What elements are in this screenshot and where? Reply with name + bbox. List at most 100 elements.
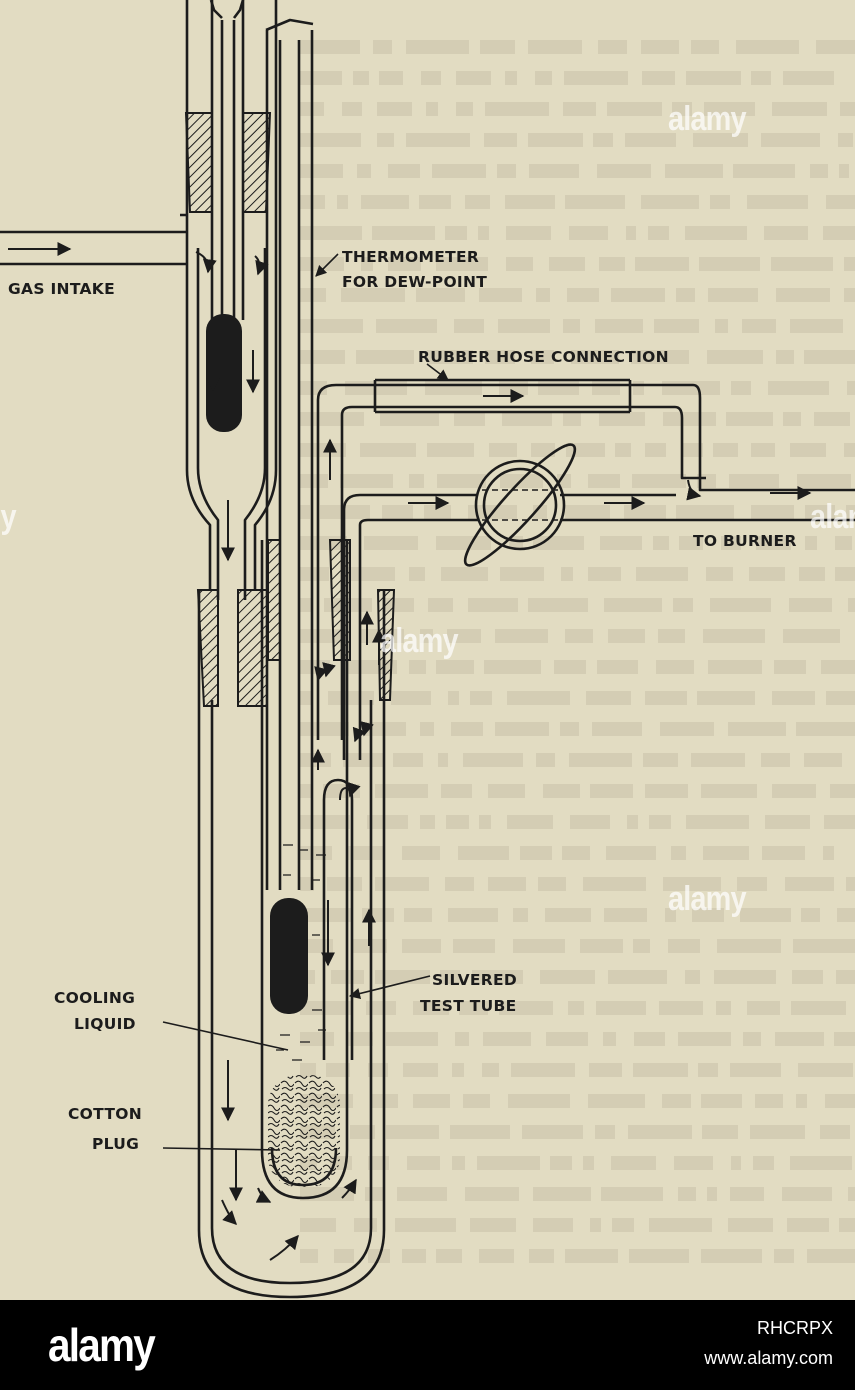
label-to-burner: TO BURNER <box>693 532 797 550</box>
bleed-through-mark <box>561 567 573 581</box>
bleed-through-mark <box>454 319 484 333</box>
bleed-through-mark <box>706 567 733 581</box>
bleed-through-mark <box>529 1249 554 1263</box>
bleed-through-mark <box>632 474 686 488</box>
bleed-through-mark <box>497 164 516 178</box>
bleed-through-mark <box>386 1125 439 1139</box>
bleed-through-mark <box>498 319 550 333</box>
bleed-through-mark <box>543 784 580 798</box>
bleed-through-mark <box>583 877 646 891</box>
bleed-through-mark <box>805 536 817 550</box>
label-silvered-line2: TEST TUBE <box>420 997 517 1015</box>
bleed-through-mark <box>409 474 424 488</box>
bleed-through-mark <box>382 505 413 519</box>
bleed-through-mark <box>825 1094 855 1108</box>
bleed-through-mark <box>714 970 776 984</box>
bleed-through-mark <box>522 1125 583 1139</box>
bleed-through-mark <box>768 381 829 395</box>
bleed-through-mark <box>816 40 855 54</box>
bleed-through-mark <box>656 660 694 674</box>
bleed-through-mark <box>373 40 392 54</box>
bleed-through-mark <box>375 877 429 891</box>
bleed-through-mark <box>844 257 855 271</box>
bleed-through-mark <box>643 753 678 767</box>
bleed-through-mark <box>436 257 488 271</box>
bleed-through-mark <box>826 195 855 209</box>
bleed-through-mark <box>428 598 453 612</box>
bleed-through-mark <box>300 133 361 147</box>
bleed-through-mark <box>774 1249 794 1263</box>
bleed-through-mark <box>751 443 775 457</box>
bleed-through-mark <box>480 40 515 54</box>
bleed-through-mark <box>589 1063 622 1077</box>
watermark: alamy <box>668 100 747 138</box>
bleed-through-mark <box>569 753 632 767</box>
bleed-through-mark <box>628 1125 692 1139</box>
bleed-through-mark <box>420 815 435 829</box>
bleed-through-mark <box>701 784 757 798</box>
bleed-through-mark <box>540 970 595 984</box>
bleed-through-mark <box>300 691 312 705</box>
bleed-through-mark <box>804 753 842 767</box>
bleed-through-mark <box>300 1249 318 1263</box>
bleed-through-mark <box>844 288 855 302</box>
bleed-through-mark <box>703 629 765 643</box>
bleed-through-mark <box>789 598 832 612</box>
bleed-through-mark <box>629 1249 689 1263</box>
bleed-through-mark <box>545 908 591 922</box>
bleed-through-mark <box>783 71 834 85</box>
bleed-through-mark <box>799 567 825 581</box>
bleed-through-mark <box>715 319 728 333</box>
bleed-through-mark <box>743 1032 761 1046</box>
bleed-through-mark <box>507 691 570 705</box>
upper-stopper-right <box>242 112 272 213</box>
bleed-through-mark <box>533 1187 591 1201</box>
label-cotton-line1: COTTON <box>68 1105 142 1123</box>
bleed-through-mark <box>627 815 638 829</box>
bleed-through-mark <box>793 939 855 953</box>
label-thermometer-line1: THERMOMETER <box>342 248 479 266</box>
bleed-through-mark <box>447 629 481 643</box>
label-rubber-hose: RUBBER HOSE CONNECTION <box>418 348 669 366</box>
rubber-hose <box>373 378 632 414</box>
gas-intake-pipe <box>0 230 187 266</box>
bleed-through-mark <box>608 629 645 643</box>
bleed-through-mark <box>391 691 431 705</box>
bleed-through-mark <box>427 443 474 457</box>
bleed-through-mark <box>641 40 679 54</box>
bleed-through-mark <box>721 536 741 550</box>
leader-lines <box>162 253 449 1151</box>
bleed-through-mark <box>377 133 394 147</box>
bleed-through-mark <box>783 629 840 643</box>
bleed-through-mark <box>489 443 517 457</box>
bleed-through-mark <box>448 908 498 922</box>
bleed-through-mark <box>710 598 771 612</box>
bleed-through-mark <box>377 102 412 116</box>
bleed-through-mark <box>441 784 472 798</box>
bleed-through-mark <box>730 1187 764 1201</box>
bleed-through-mark <box>753 1156 774 1170</box>
bleed-through-mark <box>848 1187 855 1201</box>
bleed-through-mark <box>436 536 491 550</box>
bleed-through-mark <box>698 1063 718 1077</box>
bleed-through-mark <box>446 815 469 829</box>
bleed-through-mark <box>499 1001 553 1015</box>
bleed-through-mark <box>846 877 855 891</box>
bleed-through-mark <box>716 1001 731 1015</box>
bleed-through-mark <box>347 846 385 860</box>
bleed-through-mark <box>678 1032 731 1046</box>
bleed-through-mark <box>837 908 855 922</box>
bleed-through-mark <box>750 1125 805 1139</box>
bleed-through-mark <box>839 164 849 178</box>
bleed-through-mark <box>776 350 794 364</box>
bleed-through-mark <box>665 908 676 922</box>
bleed-through-mark <box>772 102 827 116</box>
bleed-through-mark <box>676 288 695 302</box>
bleed-through-mark <box>397 1187 447 1201</box>
bleed-through-mark <box>353 71 369 85</box>
bleed-through-mark <box>659 1001 703 1015</box>
bleed-through-mark <box>554 660 586 674</box>
bleed-through-mark <box>764 226 808 240</box>
bleed-through-mark <box>672 102 692 116</box>
middle-stopper-left <box>196 589 219 707</box>
